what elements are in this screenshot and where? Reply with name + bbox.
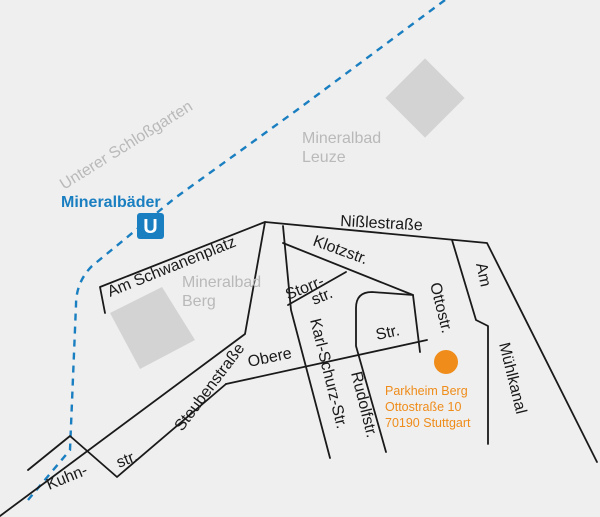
- street-label-kuhn-str: str.: [114, 448, 140, 472]
- svg-text:U: U: [143, 216, 157, 238]
- street-label-obere: Obere: [246, 345, 293, 371]
- street-label-rudolfstr: Rudolfstr.: [347, 370, 380, 440]
- parking-location-marker-icon[interactable]: [434, 350, 458, 374]
- parking-name: Parkheim Berg: [385, 384, 468, 398]
- station-name: Mineralbäder: [61, 194, 161, 211]
- mineralbad-leuze-label-line2: Leuze: [302, 149, 346, 166]
- park-label: Unterer Schloßgarten: [57, 98, 196, 193]
- parking-city: 70190 Stuttgart: [385, 416, 471, 430]
- u-bahn-icon[interactable]: U: [137, 213, 164, 239]
- street-rudolfstr: [355, 291, 414, 453]
- street-kuhnstr: [27, 383, 227, 478]
- street-label-steubenstrasse: Steubenstraße: [172, 340, 249, 434]
- mineralbad-leuze-building: [385, 58, 465, 138]
- street-label-karl-schurz-str: Karl-Schurz-Str.: [306, 317, 350, 431]
- street-label-ottostr: Ottostr.: [426, 281, 455, 335]
- mineralbad-leuze-label-line1: Mineralbad: [302, 130, 381, 147]
- street-network: [0, 221, 598, 517]
- street-obere-str: [225, 339, 428, 385]
- street-karl-schurz-str: [282, 225, 331, 459]
- mineralbad-berg-label-line2: Berg: [182, 293, 216, 310]
- street-label-str: Str.: [374, 322, 401, 344]
- street-label-muehlkanal: Mühlkanal: [495, 341, 529, 416]
- mineralbad-berg-label-line1: Mineralbad: [182, 274, 261, 291]
- parking-street: Ottostraße 10: [385, 400, 461, 414]
- street-label-am: Am: [472, 261, 494, 288]
- street-label-storrstr-2: str.: [309, 285, 335, 309]
- street-storrstr: [287, 271, 347, 306]
- street-steubenstrasse: [0, 221, 266, 517]
- street-label-nisslestrasse: Nißlestraße: [340, 213, 424, 234]
- u-bahn-line: [27, 0, 446, 501]
- street-am-muehlkanal: [451, 239, 489, 445]
- street-label-klotzstr: Klotzstr.: [311, 233, 370, 268]
- mineralbad-berg-building: [110, 287, 195, 369]
